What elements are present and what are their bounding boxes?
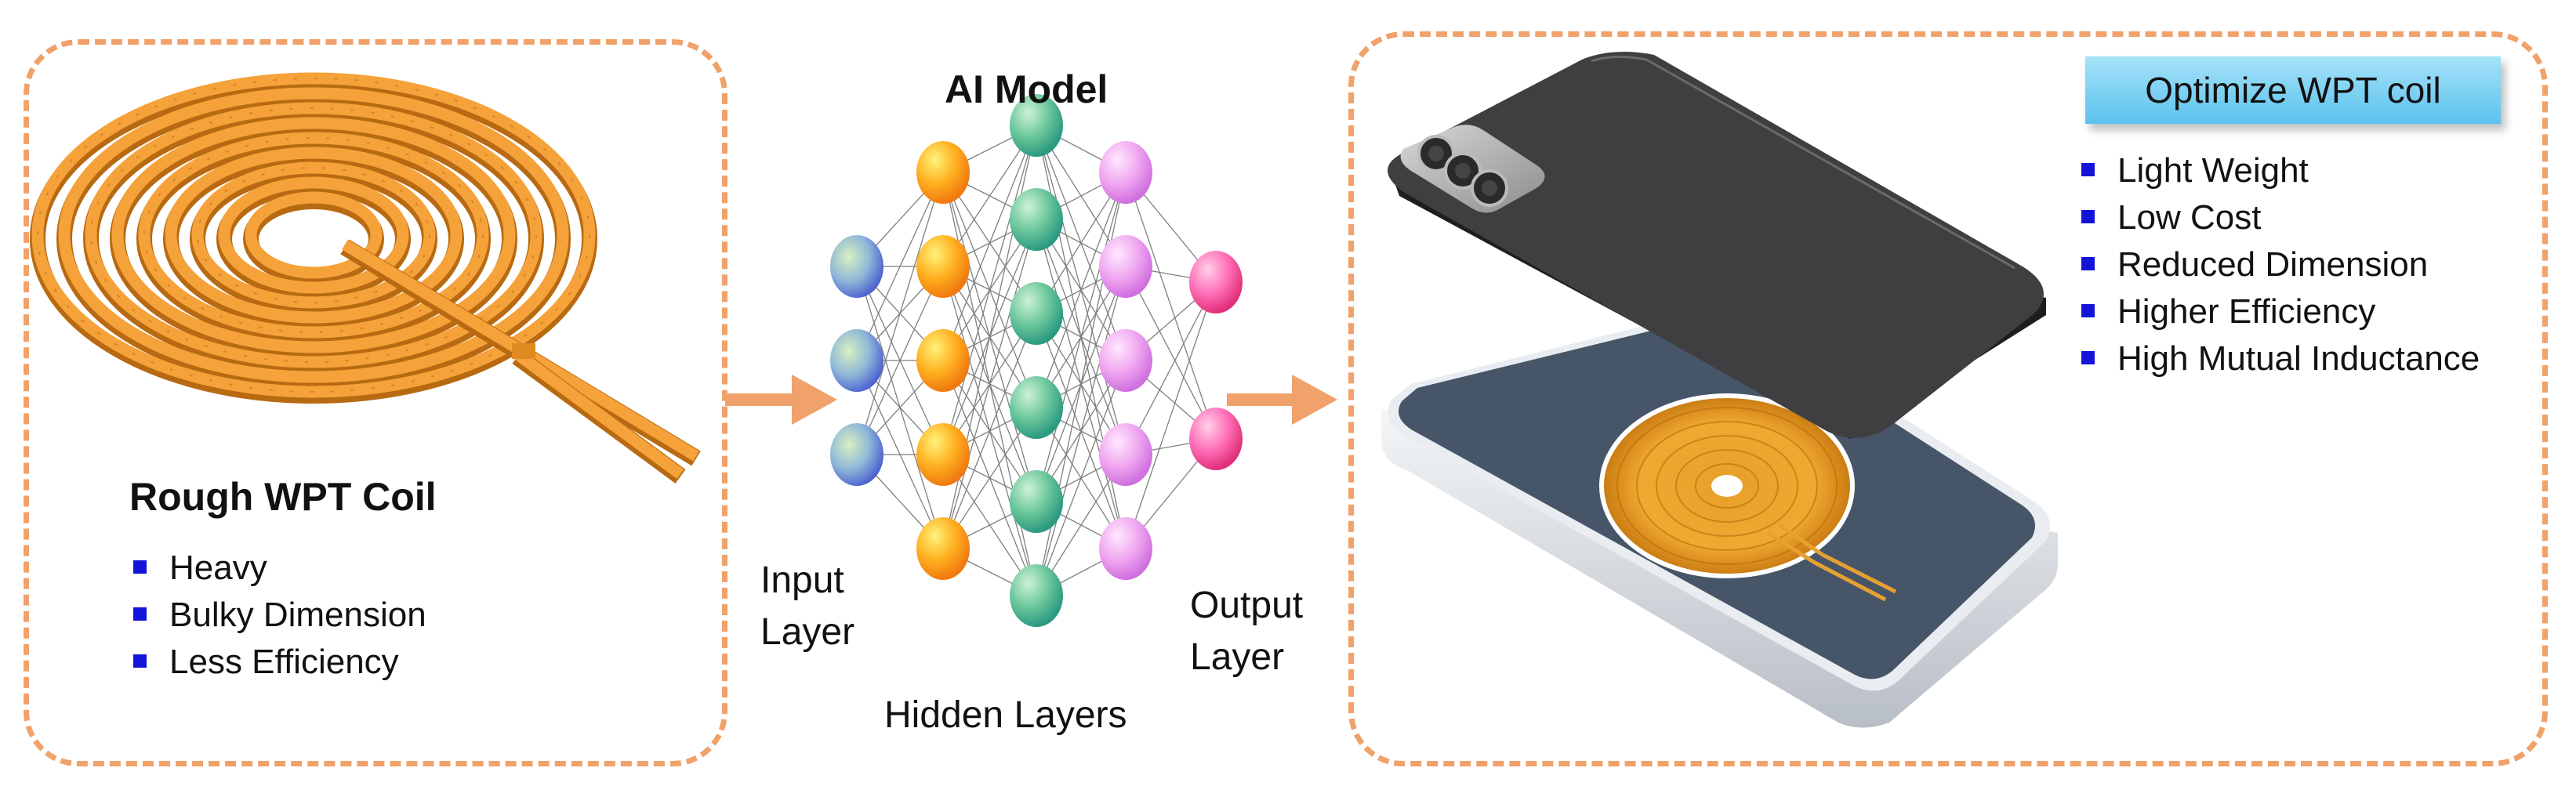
hidden-2-node-3 [1010,376,1063,439]
ai-model-title: AI Model [945,67,1108,111]
hidden-1-node-3 [916,423,970,486]
hidden-2-node-5 [1010,564,1063,627]
connection-3-4-0 [1125,281,1217,549]
connection-1-4-2 [942,313,1037,549]
hidden-1-node-2 [916,329,970,392]
connection-3-1-1 [1125,266,1217,440]
hidden-2-node-2 [1010,282,1063,345]
rough-coil-illustration [30,72,701,484]
optimized-coil-panel [1348,31,2548,766]
rough-coil-list: Heavy Bulky Dimension Less Efficiency [133,545,426,686]
smartphone-illustration [1388,52,2046,439]
list-item: Higher Efficiency [2081,288,2480,335]
hidden-3-node-0 [1099,141,1152,204]
connection-3-3-0 [1125,281,1217,455]
list-item: Low Cost [2081,194,2480,241]
hidden-1-node-4 [916,517,970,580]
hidden-1-node-0 [916,141,970,204]
input-node-2 [830,423,883,486]
output-node-0 [1189,251,1243,313]
list-item: Bulky Dimension [133,592,426,639]
connection-1-3-0 [942,125,1037,455]
hidden-3-node-2 [1099,329,1152,392]
arrow-right-icon-2 [1227,375,1337,425]
connection-0-2-1 [856,266,944,455]
input-node-1 [830,329,883,392]
connection-2-3-0 [1036,172,1127,408]
network-nodes [830,94,1243,627]
optimize-title-box: Optimize WPT coil [2085,56,2501,124]
rough-coil-title: Rough WPT Coil [129,475,437,519]
connection-1-2-0 [942,125,1037,361]
list-item: High Mutual Inductance [2081,335,2480,382]
output-node-1 [1189,408,1243,470]
connection-0-2-0 [856,172,944,455]
rough-coil-panel [24,39,727,766]
list-item: Reduced Dimension [2081,241,2480,288]
connection-0-1-0 [856,172,944,361]
optimized-benefits-list: Light Weight Low Cost Reduced Dimension … [2081,147,2480,382]
connection-2-5-1 [1036,266,1127,596]
output-layer-label: Output Layer [1190,585,1304,678]
arrow-right-icon [725,375,837,425]
list-item: Heavy [133,545,426,592]
connection-1-4-1 [942,219,1037,549]
connection-2-5-2 [1036,360,1127,596]
hidden-2-node-4 [1010,470,1063,533]
input-node-0 [830,235,883,298]
hidden-2-node-1 [1010,188,1063,251]
list-item: Light Weight [2081,147,2480,194]
hidden-3-node-1 [1099,235,1152,298]
list-item: Less Efficiency [133,639,426,686]
hidden-3-node-3 [1099,423,1152,486]
connection-3-0-1 [1125,172,1217,440]
hidden-1-node-1 [916,235,970,298]
hidden-layers-label: Hidden Layers [884,694,1127,736]
hidden-2-node-0 [1010,94,1063,157]
input-layer-label: Input Layer [760,560,855,653]
hidden-3-node-4 [1099,517,1152,580]
charging-pad-illustration [1381,308,2058,728]
connection-2-4-0 [1036,172,1127,502]
